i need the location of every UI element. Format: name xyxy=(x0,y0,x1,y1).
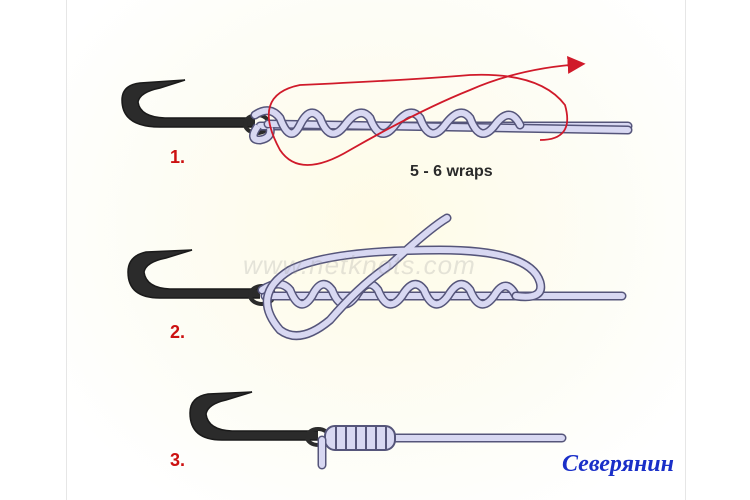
hook-2 xyxy=(127,249,260,299)
threading-arrow xyxy=(267,55,586,166)
hook-1 xyxy=(121,79,255,128)
step-2-label: 2. xyxy=(170,322,186,342)
step-3-illustration xyxy=(189,391,567,470)
wraps-count-label: 5 - 6 wraps xyxy=(410,163,493,180)
step-1-label: 1. xyxy=(170,147,186,167)
step-1-illustration xyxy=(121,55,633,166)
wraps-2 xyxy=(257,213,546,341)
signature: Северянин xyxy=(562,451,674,477)
hook-3 xyxy=(189,391,318,441)
finished-knot xyxy=(317,425,396,470)
step-2-illustration xyxy=(127,213,627,341)
step-3-label: 3. xyxy=(170,450,186,470)
watermark: www.netknots.com xyxy=(243,250,476,280)
